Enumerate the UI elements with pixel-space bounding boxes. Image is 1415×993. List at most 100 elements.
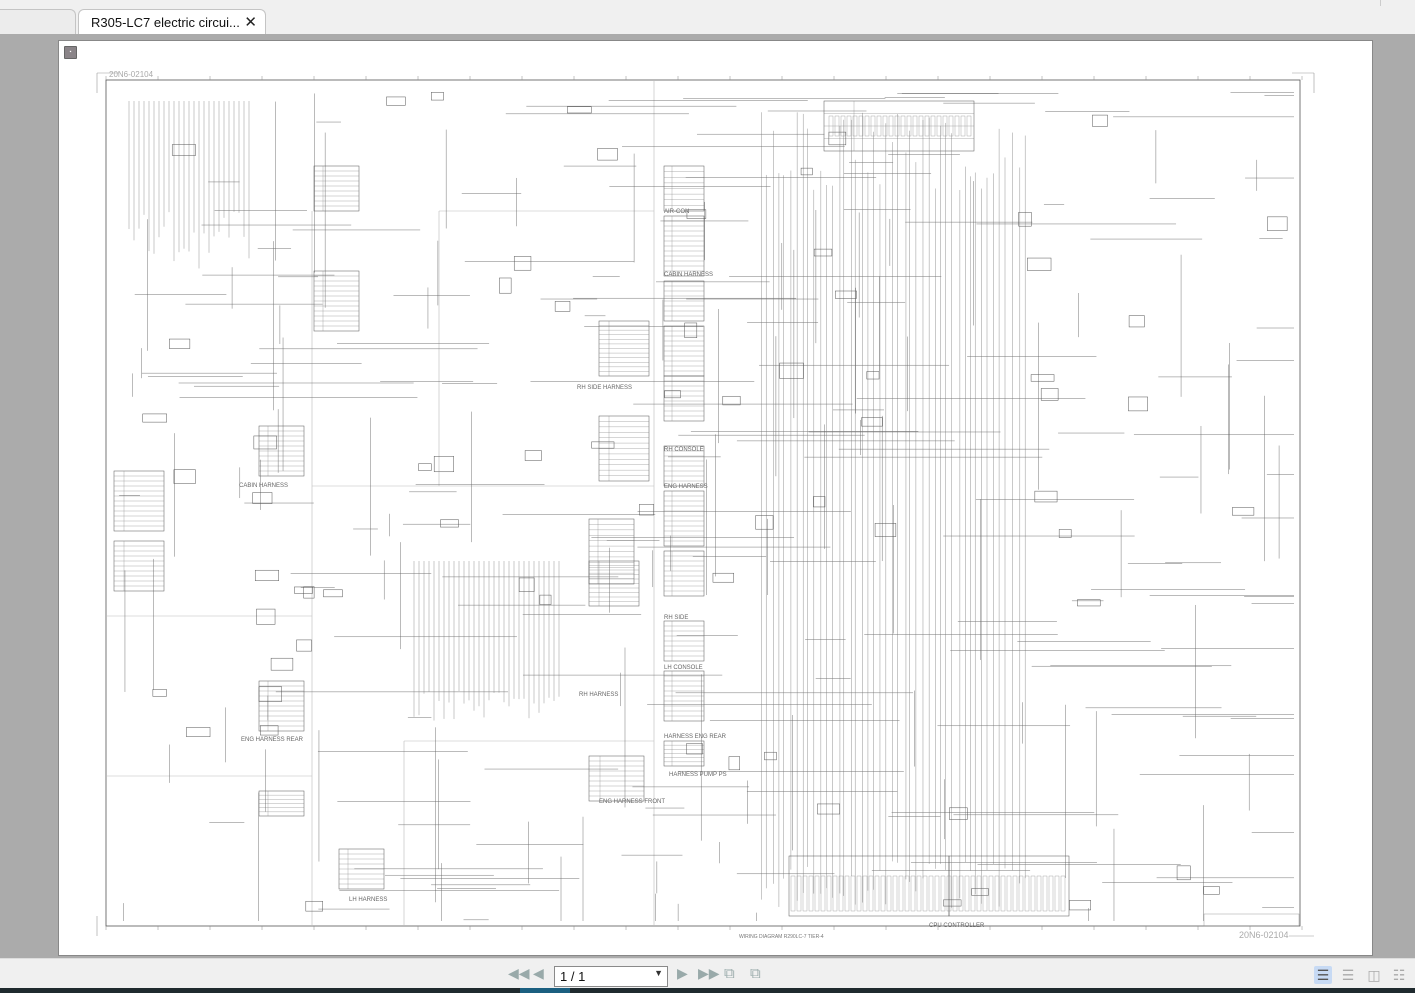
two-page-continuous-icon[interactable]: ☷ — [1392, 967, 1406, 983]
rotate-forward-icon[interactable]: ⧉ — [750, 965, 761, 982]
terminal — [958, 875, 964, 912]
terminal — [796, 875, 802, 912]
component — [597, 148, 618, 161]
component — [440, 519, 459, 528]
terminal — [1060, 875, 1066, 912]
terminal — [1048, 875, 1054, 912]
terminal — [1012, 875, 1018, 912]
section-label: RH CONSOLE — [664, 447, 704, 453]
prev-page-icon[interactable]: ◀ — [533, 965, 544, 981]
terminal — [832, 875, 838, 912]
bottom-toolbar: ◀◀ ◀ 1 / 1 ▼ ▶ ▶▶ ⧉ ⧉ ☰ ☰ ◫ ☷ — [0, 958, 1415, 989]
fuse — [888, 115, 894, 137]
section-label: RH HARNESS — [579, 692, 618, 698]
tab-document[interactable]: R305-LC7 electric circui... ✕ — [78, 9, 266, 35]
component — [971, 888, 989, 896]
section-label: CABIN HARNESS — [664, 272, 713, 278]
fuse — [906, 115, 912, 137]
component — [1203, 886, 1220, 895]
terminal — [1042, 875, 1048, 912]
two-page-view-icon[interactable]: ◫ — [1367, 967, 1381, 983]
component — [1034, 490, 1058, 503]
component — [943, 899, 962, 907]
component — [1030, 374, 1055, 382]
terminal — [814, 875, 820, 912]
window-edge — [1380, 0, 1415, 6]
component — [1018, 212, 1032, 227]
terminal — [820, 875, 826, 912]
component — [254, 569, 279, 581]
component — [800, 167, 813, 176]
component — [1077, 599, 1101, 607]
diagram-title: WIRING DIAGRAM R290LC-7 TIER-4 — [739, 934, 824, 940]
first-page-icon[interactable]: ◀◀ — [508, 965, 530, 981]
terminal — [952, 875, 958, 912]
section-label: HARNESS PUMP PS — [669, 772, 727, 778]
section-label: CABIN HARNESS — [239, 483, 288, 489]
fuse — [954, 115, 960, 137]
terminal — [1054, 875, 1060, 912]
page-selector[interactable]: 1 / 1 ▼ — [554, 966, 668, 987]
corner-marks — [96, 72, 1315, 937]
component — [686, 743, 703, 755]
fuse — [840, 115, 846, 137]
fuse — [936, 115, 942, 137]
component — [171, 144, 196, 156]
next-page-icon[interactable]: ▶ — [677, 965, 688, 981]
component — [1267, 216, 1288, 231]
component — [1058, 529, 1072, 538]
taskbar-edge — [0, 988, 1415, 993]
component — [728, 756, 740, 771]
fuse — [894, 115, 900, 137]
component — [323, 589, 343, 598]
fuse — [864, 115, 870, 137]
fuse — [876, 115, 882, 137]
terminal — [1030, 875, 1036, 912]
section-label: HARNESS ENG REAR — [664, 734, 727, 740]
terminal — [1024, 875, 1030, 912]
component — [305, 900, 323, 912]
component — [567, 106, 592, 114]
component — [386, 96, 406, 106]
component — [1092, 114, 1108, 127]
terminal — [826, 875, 832, 912]
component — [639, 504, 654, 516]
section-label: ENG HARNESS FRONT — [599, 799, 665, 805]
rotate-back-icon[interactable]: ⧉ — [724, 965, 735, 982]
tab-previous[interactable] — [0, 9, 76, 35]
component — [1128, 315, 1145, 328]
component — [722, 395, 741, 406]
section-label: CPU CONTROLLER — [929, 923, 985, 929]
cpu-controller-connector — [948, 855, 1070, 917]
fuse — [858, 115, 864, 137]
terminal — [904, 875, 910, 912]
continuous-view-icon[interactable]: ☰ — [1341, 967, 1355, 983]
section-label: AIR-CON — [664, 209, 689, 215]
component — [684, 322, 698, 338]
terminal — [1006, 875, 1012, 912]
component — [554, 301, 571, 312]
terminal — [934, 875, 940, 912]
component — [828, 131, 847, 146]
component — [173, 469, 196, 484]
component — [303, 586, 315, 599]
terminal — [892, 875, 898, 912]
component — [813, 496, 826, 508]
single-page-view-icon[interactable]: ☰ — [1314, 966, 1332, 984]
terminal — [964, 875, 970, 912]
last-page-icon[interactable]: ▶▶ — [698, 965, 720, 981]
section-label: ENG HARNESS — [664, 484, 708, 490]
component — [433, 456, 454, 473]
component — [1176, 865, 1191, 881]
connector-table — [588, 755, 645, 802]
section-label: ENG HARNESS REAR — [241, 737, 304, 743]
component — [779, 362, 804, 379]
terminal — [910, 875, 916, 912]
close-icon[interactable]: ✕ — [244, 14, 257, 31]
component — [256, 608, 276, 625]
component — [813, 248, 833, 257]
component — [866, 371, 880, 380]
component — [260, 725, 279, 736]
page-annotation-icon[interactable]: ▪ — [64, 46, 77, 59]
